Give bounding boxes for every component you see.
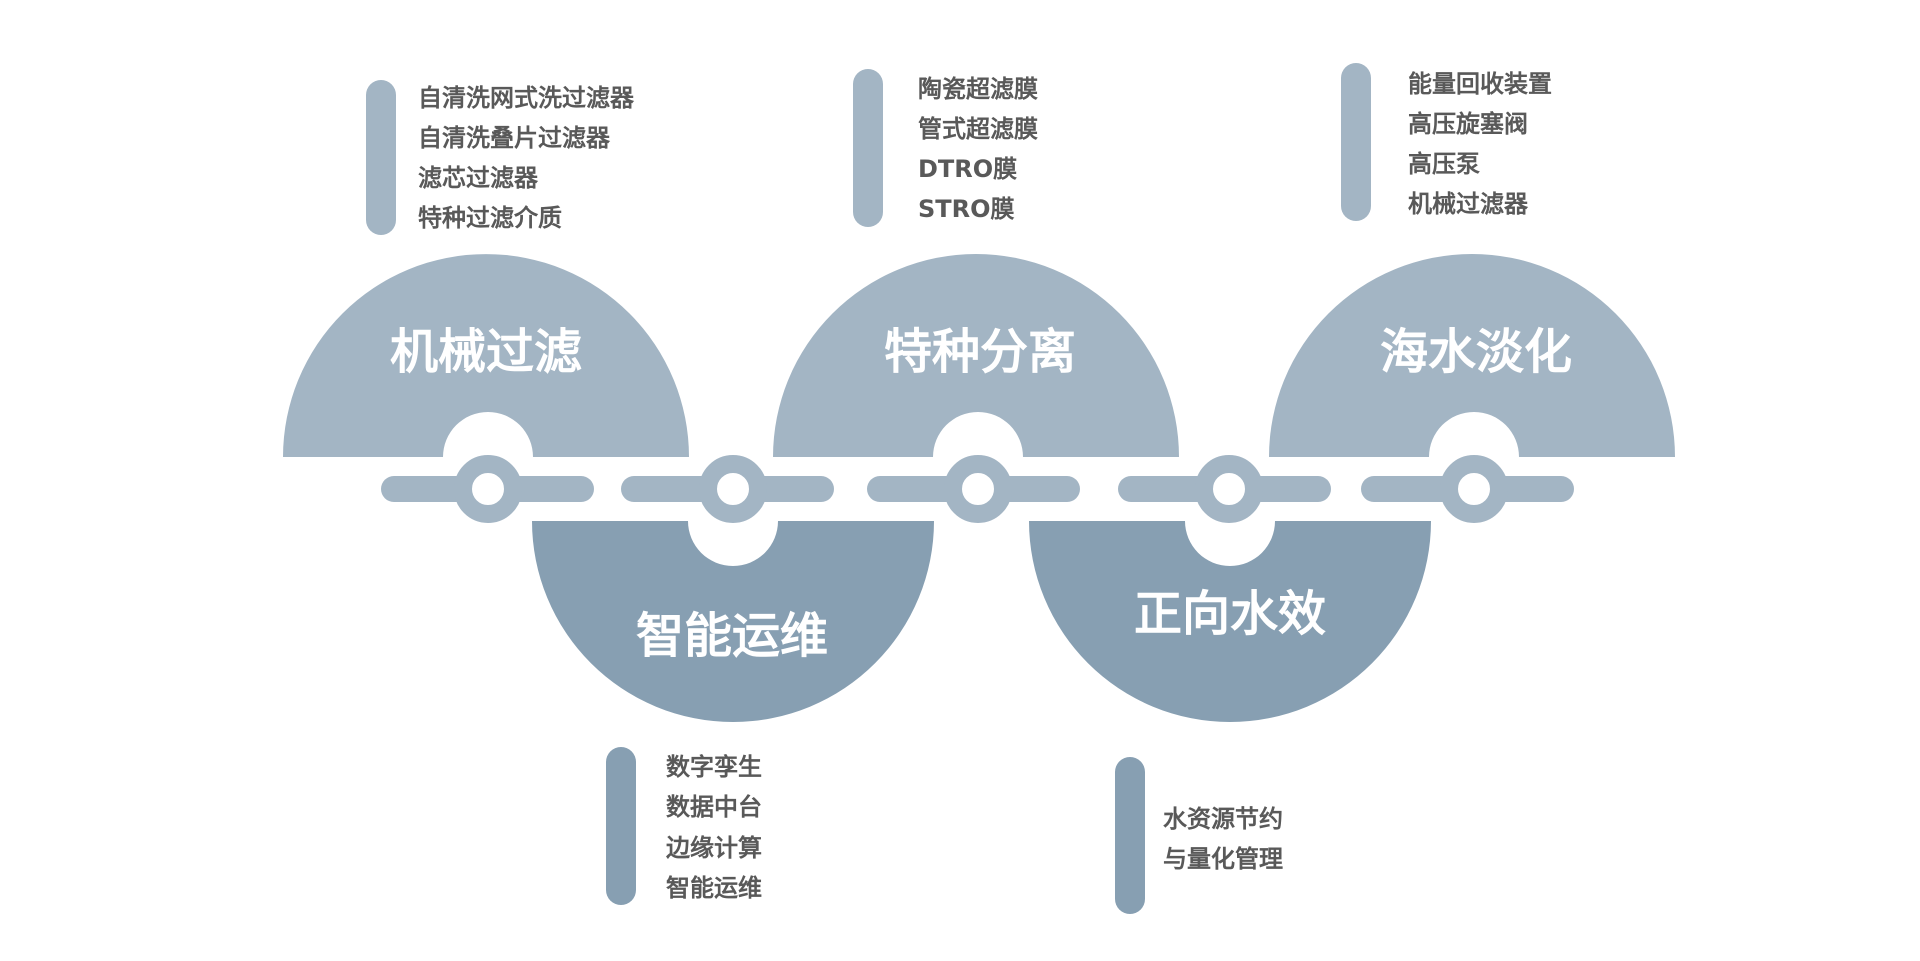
list-item: 智能运维: [666, 874, 762, 902]
chain-node: [944, 455, 1012, 523]
item-list-special-separation: 陶瓷超滤膜 管式超滤膜 DTRO膜 STRO膜: [853, 69, 1038, 227]
chain-nodes: [454, 455, 1508, 523]
list-item: 高压旋塞阀: [1408, 110, 1528, 138]
list-item: 边缘计算: [666, 834, 762, 862]
list-item: 数字孪生: [666, 753, 762, 781]
semicircle-smart-maintenance: [532, 521, 934, 722]
list-item: DTRO膜: [918, 155, 1017, 183]
list-item: 特种过滤介质: [418, 204, 562, 232]
accent-bar: [1341, 63, 1371, 221]
list-item: 自清洗网式洗过滤器: [418, 84, 635, 112]
item-list-forward-water-efficiency: 水资源节约 与量化管理: [1115, 757, 1283, 914]
semicircle-forward-water-efficiency: [1029, 521, 1431, 722]
list-item: 能量回收装置: [1408, 70, 1552, 98]
section-title-mechanical-filtration: 机械过滤: [390, 324, 582, 380]
accent-bar: [366, 80, 396, 235]
item-list-smart-maintenance: 数字孪生 数据中台 边缘计算 智能运维: [606, 747, 762, 905]
list-item: 滤芯过滤器: [418, 164, 539, 192]
section-title-smart-maintenance: 智能运维: [636, 608, 828, 664]
section-title-seawater-desalination: 海水淡化: [1380, 324, 1572, 380]
item-list-seawater-desalination: 能量回收装置 高压旋塞阀 高压泵 机械过滤器: [1341, 63, 1552, 221]
accent-bar: [606, 747, 636, 905]
list-item: 陶瓷超滤膜: [918, 75, 1038, 103]
list-item: STRO膜: [918, 195, 1015, 223]
semicircle-mechanical-filtration: [283, 254, 689, 457]
section-title-forward-water-efficiency: 正向水效: [1134, 586, 1326, 642]
semicircle-seawater-desalination: [1269, 254, 1675, 457]
list-item: 自清洗叠片过滤器: [418, 124, 611, 152]
list-item: 高压泵: [1408, 150, 1480, 178]
section-title-special-separation: 特种分离: [884, 324, 1076, 380]
accent-bar: [1115, 757, 1145, 914]
item-list-mechanical-filtration: 自清洗网式洗过滤器 自清洗叠片过滤器 滤芯过滤器 特种过滤介质: [366, 80, 635, 235]
list-item: 管式超滤膜: [918, 115, 1038, 143]
list-item: 与量化管理: [1163, 845, 1283, 873]
chain-node: [1195, 455, 1263, 523]
accent-bar: [853, 69, 883, 227]
chain-node: [454, 455, 522, 523]
chain-node: [1440, 455, 1508, 523]
list-item: 水资源节约: [1163, 805, 1283, 833]
chain-node: [699, 455, 767, 523]
list-item: 机械过滤器: [1408, 190, 1529, 218]
list-item: 数据中台: [666, 793, 762, 821]
semicircle-special-separation: [773, 254, 1179, 457]
